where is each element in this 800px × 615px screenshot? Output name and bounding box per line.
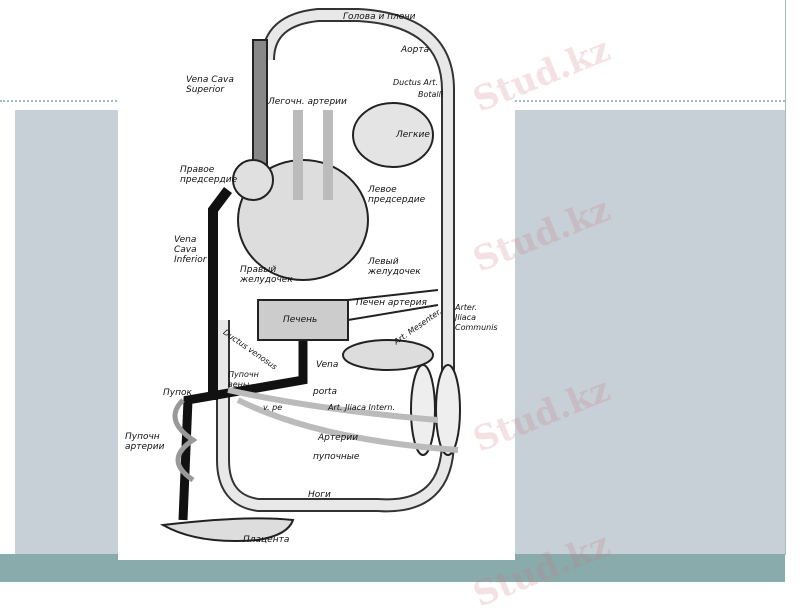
label-head: Голова и плечи	[343, 12, 416, 22]
label-ductus-art: Ductus Art.	[393, 78, 438, 87]
label-pulmonary-arteries: Легочн. артерии	[268, 97, 347, 107]
label-v-pe: v. pe	[263, 403, 283, 412]
label-liver: Печень	[283, 315, 318, 325]
slide-border	[785, 0, 786, 555]
fetal-circulation-diagram: Голова и плечи Аорта Vena Cava Superior …	[118, 0, 515, 560]
label-umbilical: пупочные	[313, 452, 360, 462]
label-right-ventricle: Правый желудочек	[240, 265, 293, 285]
label-arteries: Артерии	[318, 433, 359, 443]
label-left-ventricle: Левый желудочек	[368, 257, 421, 277]
label-umbilical-arteries: Пупочн артерии	[125, 432, 165, 452]
label-left-atrium: Левое предсердие	[368, 185, 426, 205]
label-legs: Ноги	[308, 490, 331, 500]
circulation-drawing	[159, 7, 461, 542]
label-porta: porta	[313, 387, 337, 397]
label-iliac-communis: Arter. Jliaca Communis	[455, 303, 498, 332]
label-iliac-internal: Art. Jliaca Intern.	[328, 403, 395, 412]
label-botalli: Botalli	[418, 90, 444, 99]
label-navel: Пупок	[163, 388, 192, 398]
label-umbilical-veins: Пупочн вены	[228, 370, 259, 389]
label-vena: Vena	[316, 360, 339, 370]
label-vena-cava-inferior: Vena Cava Inferior	[174, 235, 207, 265]
label-vena-cava-superior: Vena Cava Superior	[186, 75, 234, 95]
label-right-atrium: Правое предсердие	[180, 165, 238, 185]
label-aorta: Аорта	[401, 45, 430, 55]
label-placenta: Плацента	[243, 535, 290, 545]
label-liver-artery: Печен артерия	[356, 298, 427, 308]
label-lungs: Легкие	[396, 130, 430, 140]
